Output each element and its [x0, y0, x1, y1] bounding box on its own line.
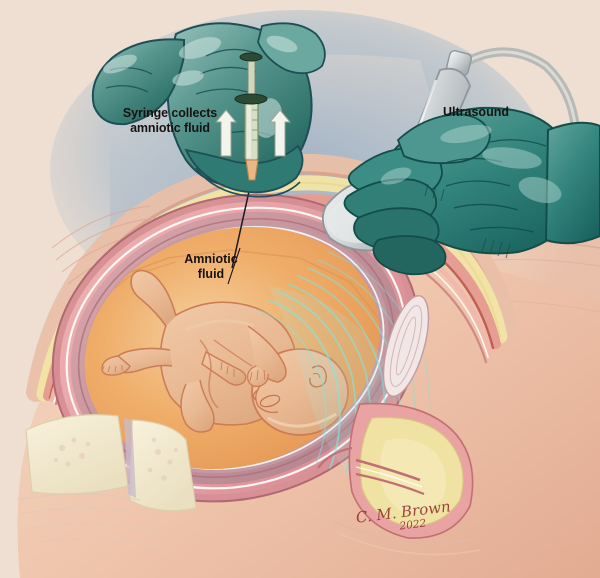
sacrum-vertebrae: [17, 414, 197, 549]
needle: [231, 177, 253, 269]
placenta-structures: [382, 295, 430, 397]
arrow-up-right: [268, 109, 292, 157]
leader-line-amniotic: [227, 247, 241, 285]
fetus: [101, 269, 349, 436]
syringe: [234, 52, 268, 181]
aspiration-arrows: [214, 109, 292, 157]
gloved-hand-probe: [343, 106, 600, 276]
arrow-up-left: [214, 109, 238, 157]
cervix-region: [317, 402, 481, 556]
